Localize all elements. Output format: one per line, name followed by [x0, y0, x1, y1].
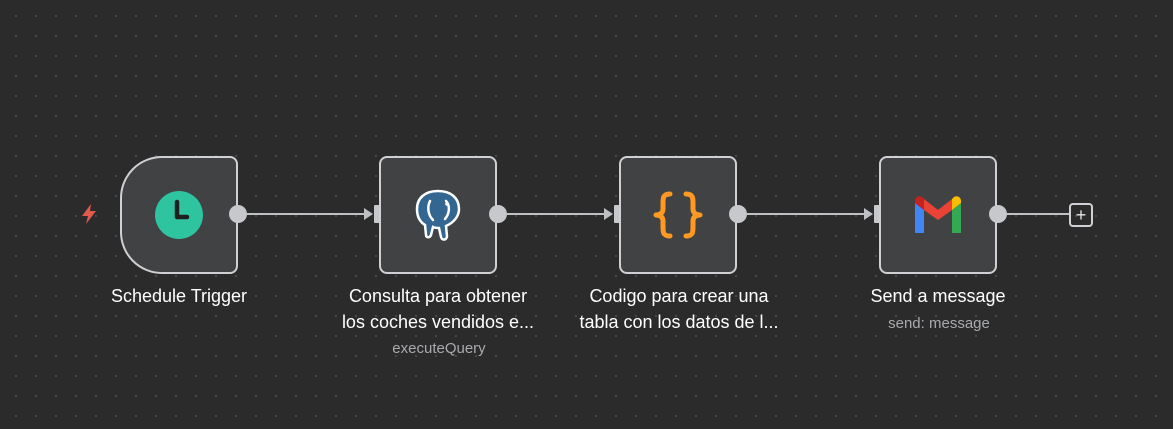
node-subtitle-send-message: send: message [888, 315, 990, 332]
output-handle-gmail[interactable] [989, 205, 1007, 223]
output-handle-schedule-trigger[interactable] [229, 205, 247, 223]
node-send-message[interactable] [879, 156, 997, 274]
node-title-code: Codigo para crear una tabla con los dato… [579, 286, 779, 332]
output-handle-postgres[interactable] [489, 205, 507, 223]
input-handle-code[interactable] [614, 205, 622, 223]
node-subtitle-postgres: executeQuery [392, 340, 486, 357]
node-title-send-message: Send a message [870, 286, 1006, 306]
node-postgres-query[interactable] [379, 156, 497, 274]
node-code[interactable] [619, 156, 737, 274]
postgres-elephant-icon [415, 189, 461, 241]
input-handle-gmail[interactable] [874, 205, 882, 223]
connection-edge[interactable] [507, 213, 604, 215]
arrow-head [364, 208, 373, 220]
gmail-icon [915, 196, 961, 233]
connection-edge[interactable] [247, 213, 364, 215]
node-title-schedule-trigger: Schedule Trigger [110, 286, 248, 306]
input-handle-postgres[interactable] [374, 205, 382, 223]
connection-edge[interactable] [747, 213, 864, 215]
node-title-postgres: Consulta para obtener los coches vendido… [341, 286, 535, 332]
add-node-button[interactable]: + [1069, 203, 1093, 227]
lightning-bolt-icon [82, 204, 96, 224]
node-schedule-trigger[interactable] [120, 156, 238, 274]
add-node-connector [1007, 213, 1069, 215]
clock-icon [155, 191, 203, 239]
output-handle-code[interactable] [729, 205, 747, 223]
arrow-head [604, 208, 613, 220]
arrow-head [864, 208, 873, 220]
code-braces-icon [653, 191, 703, 239]
